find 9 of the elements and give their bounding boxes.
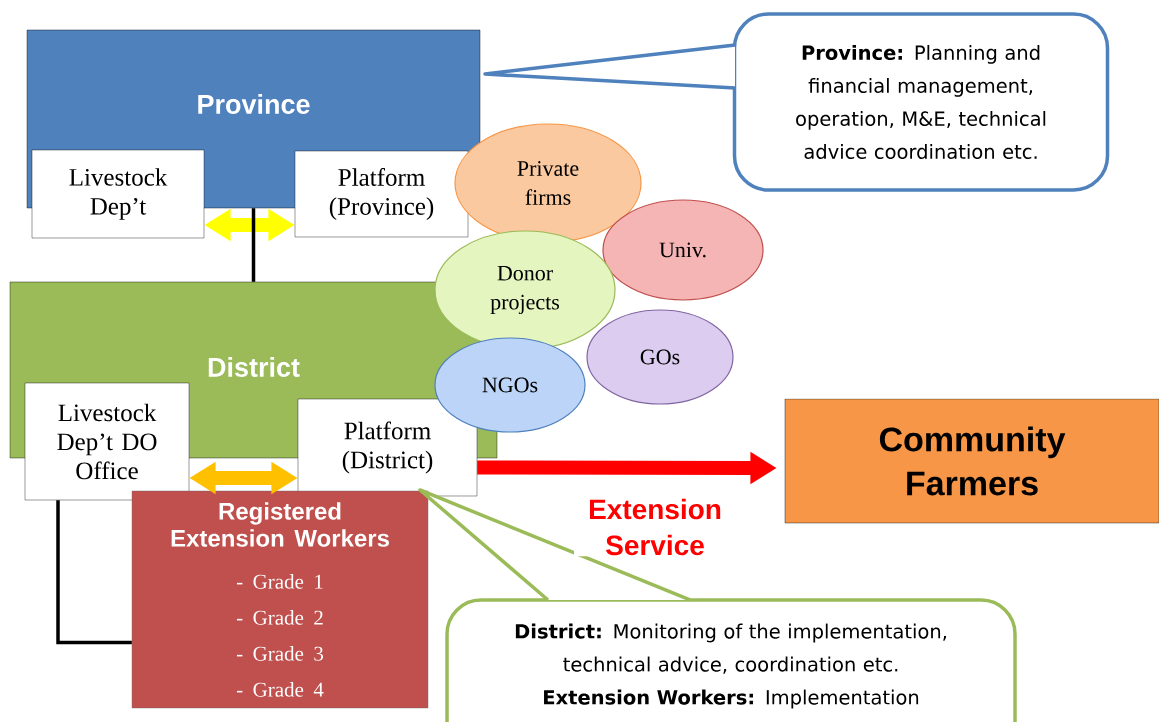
connector-line xyxy=(56,500,132,645)
workers-box: Registered Extension Workers - Grade 1 - Grade 2 - Grade 3 - Grade 4 xyxy=(131,490,429,709)
edge-label: Extension Service xyxy=(574,497,736,557)
target-box: Community Farmers xyxy=(784,398,1159,524)
office-box: Livestock Dep’t DO Office xyxy=(24,382,190,501)
connector-line xyxy=(251,208,256,282)
office-box: Livestock Dep’t xyxy=(31,149,205,239)
office-box: Platform (Province) xyxy=(294,150,469,238)
office-box: Platform (District) xyxy=(297,398,478,497)
